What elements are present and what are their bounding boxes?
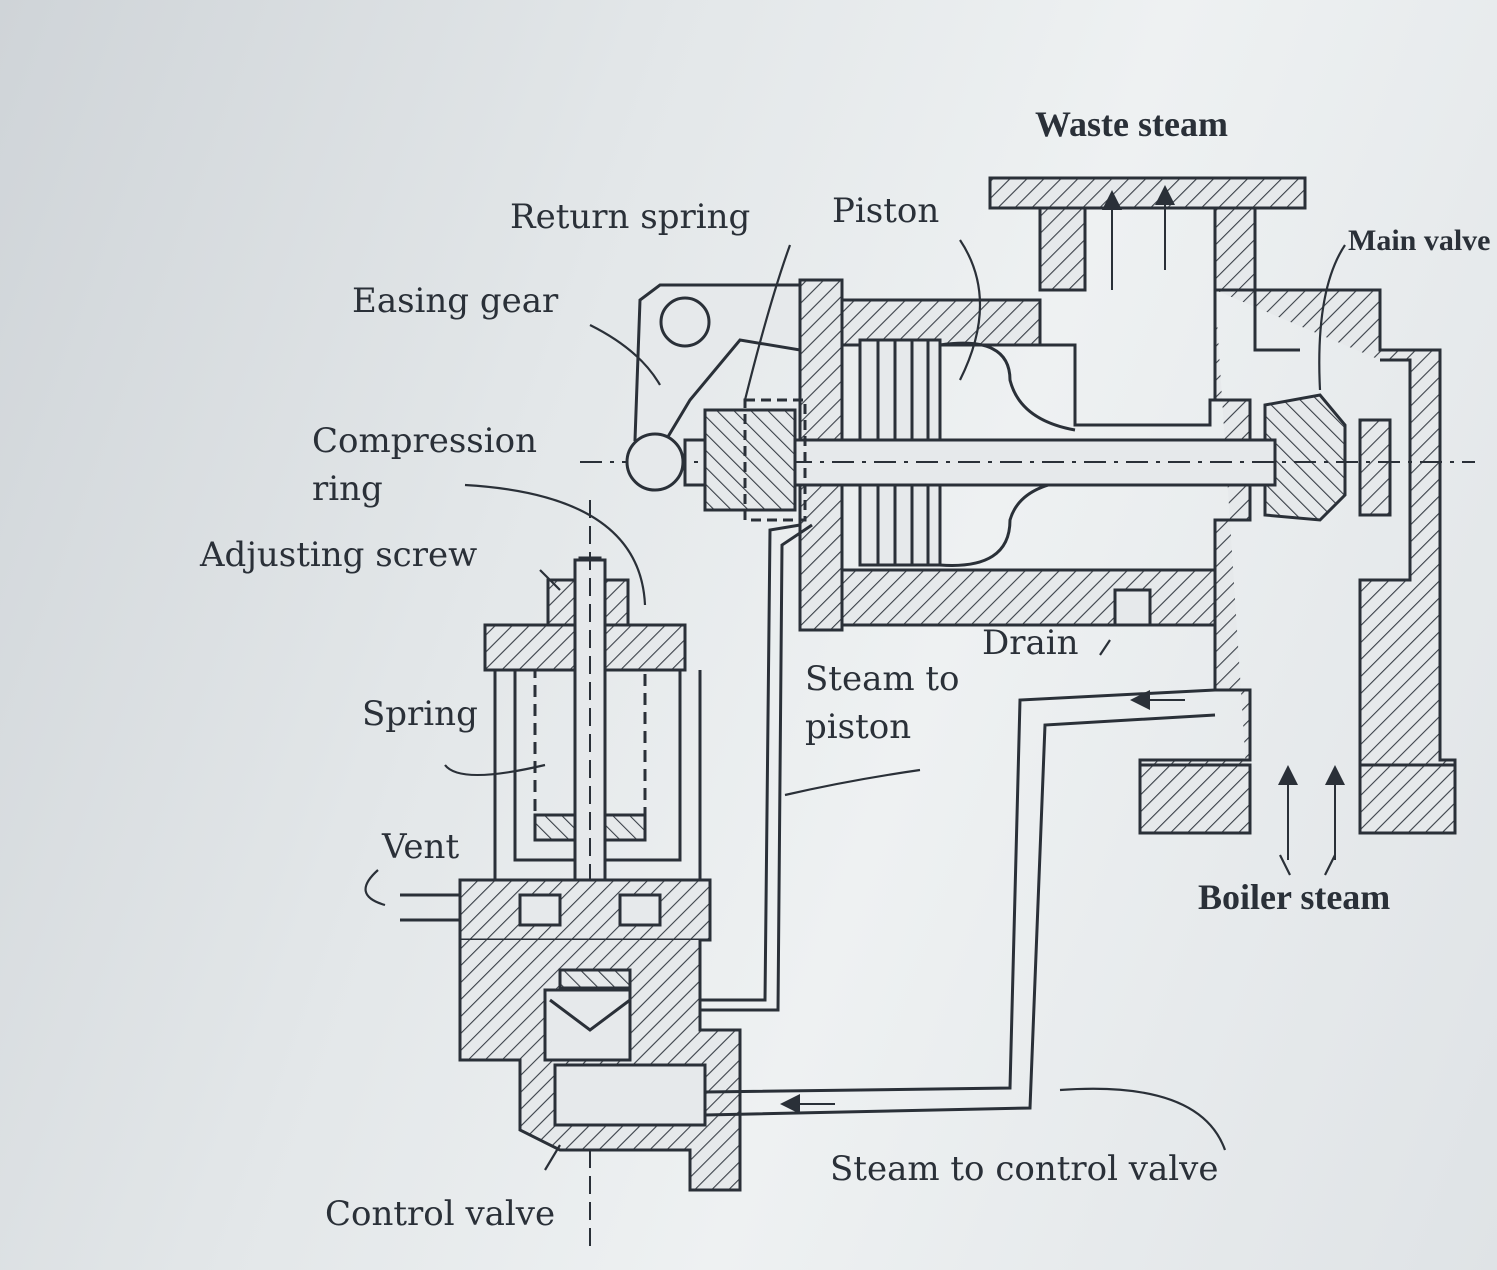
label-spring: Spring xyxy=(362,694,478,734)
spindle xyxy=(580,398,1475,522)
label-drain: Drain xyxy=(982,623,1079,663)
steam-to-piston-pipe xyxy=(700,523,801,1002)
leader-lines xyxy=(364,239,1346,1171)
label-steam-to-control-valve: Steam to control valve xyxy=(830,1149,1219,1189)
label-piston: Piston xyxy=(832,191,940,231)
label-vent: Vent xyxy=(382,827,460,867)
label-easing-gear: Easing gear xyxy=(352,281,559,321)
label-boiler-steam: Boiler steam xyxy=(1198,877,1391,917)
control-valve-body xyxy=(400,500,742,1250)
main-valve-body xyxy=(988,176,1457,835)
label-waste-steam: Waste steam xyxy=(1035,104,1228,144)
label-compression-ring-line1: Compression xyxy=(312,421,538,461)
label-adjusting-screw: Adjusting screw xyxy=(200,535,478,575)
label-steam-to-piston-line1: Steam to xyxy=(805,659,960,699)
label-compression-ring-line2: ring xyxy=(312,469,383,509)
label-main-valve: Main valve xyxy=(1348,224,1491,257)
label-steam-to-piston-line2: piston xyxy=(805,707,912,747)
label-return-spring: Return spring xyxy=(510,197,751,237)
steam-to-control-valve-pipe xyxy=(704,688,1216,1094)
easing-gear-lever xyxy=(625,283,802,492)
label-control-valve: Control valve xyxy=(325,1194,556,1234)
